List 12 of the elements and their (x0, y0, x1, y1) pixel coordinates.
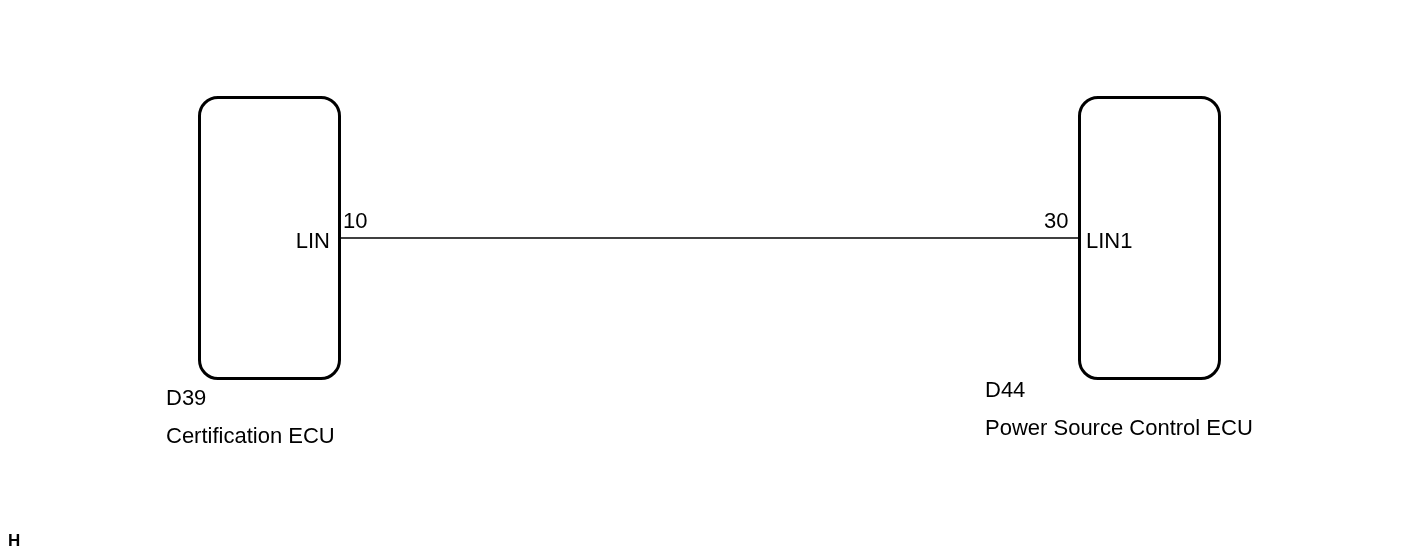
component-name: Certification ECU (166, 423, 335, 449)
control-unit-box (1078, 96, 1221, 380)
connector-code: D39 (166, 385, 207, 411)
control-unit-box (198, 96, 341, 380)
pin-name: LIN (295, 228, 330, 254)
pin-number: 30 (1044, 208, 1069, 234)
wire (340, 237, 1079, 239)
component-name: Power Source Control ECU (985, 415, 1253, 441)
pin-name: LIN1 (1086, 228, 1133, 254)
pin-number: 10 (343, 208, 368, 234)
connector-code: D44 (985, 377, 1026, 403)
page-mark: H (8, 530, 21, 552)
